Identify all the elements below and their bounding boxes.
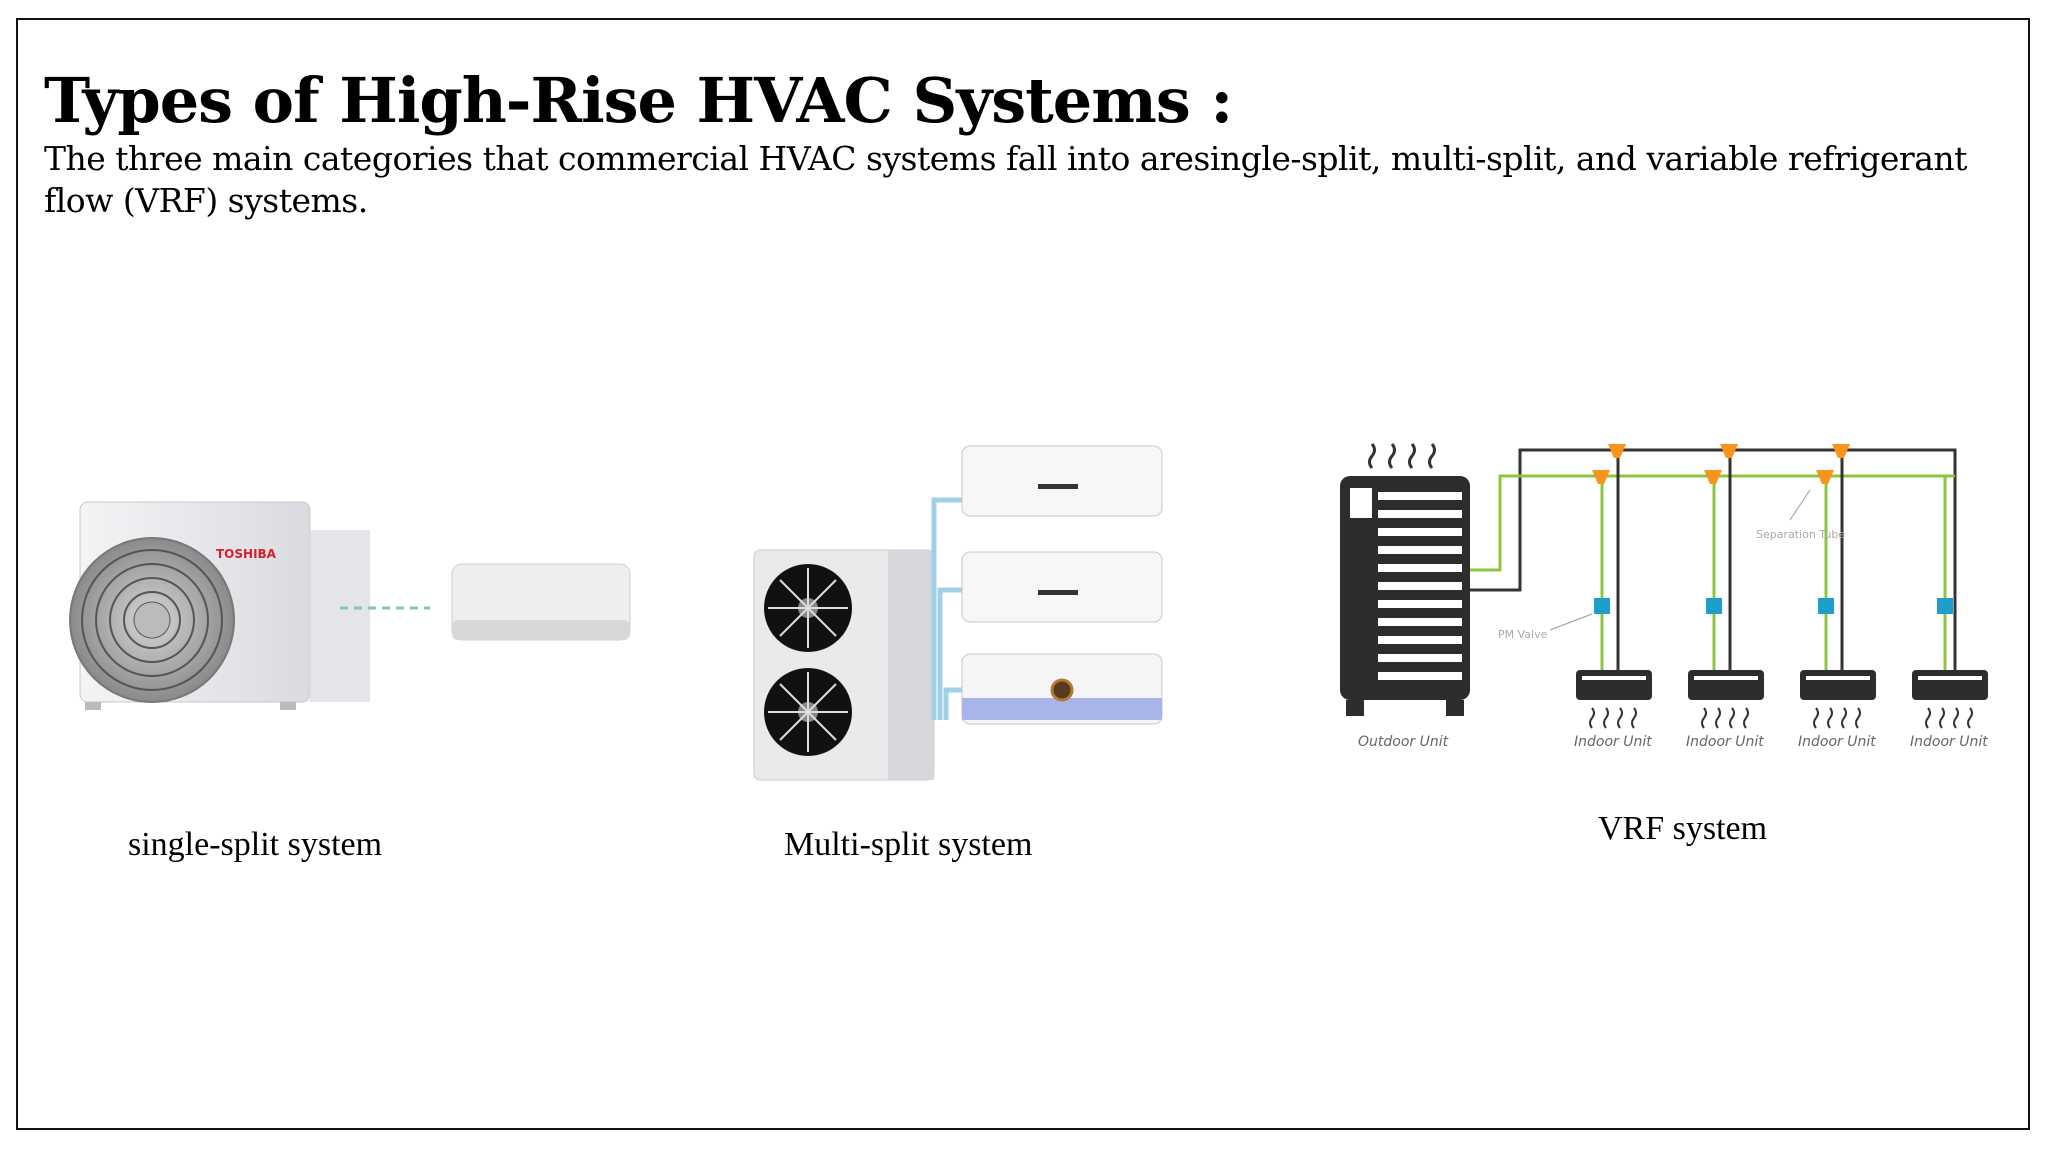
indoor-unit-label-2: Indoor Unit bbox=[1686, 734, 1764, 750]
multi-split-illustration bbox=[753, 445, 1163, 781]
indoor-unit-icon bbox=[451, 563, 631, 641]
vrf-indoor-unit-3-icon bbox=[1800, 670, 1876, 700]
heat-waves-icon bbox=[1368, 443, 1436, 469]
pm-valve-icons bbox=[1594, 598, 1953, 614]
outdoor-unit-label: Outdoor Unit bbox=[1358, 734, 1449, 750]
vrf-indoor-unit-2-icon bbox=[1688, 670, 1764, 700]
vrf-indoor-units bbox=[1576, 670, 1988, 700]
toshiba-logo: TOSHIBA bbox=[216, 547, 277, 561]
single-split-illustration: TOSHIBA bbox=[69, 501, 631, 710]
indoor-unit-label-1: Indoor Unit bbox=[1574, 734, 1652, 750]
slide-title: Types of High-Rise HVAC Systems : bbox=[44, 64, 1233, 137]
outdoor-unit-icon bbox=[69, 501, 370, 710]
indoor-unit-1-icon bbox=[961, 445, 1163, 517]
separation-tube-label: Separation Tube bbox=[1756, 528, 1845, 541]
outdoor-unit-icon bbox=[753, 549, 935, 781]
vrf-outdoor-unit-icon bbox=[1340, 476, 1470, 716]
separation-tube-fittings bbox=[1592, 444, 1850, 484]
indoor-unit-label-3: Indoor Unit bbox=[1798, 734, 1876, 750]
indoor-unit-3-icon bbox=[961, 653, 1163, 725]
pm-valve-label: PM Valve bbox=[1498, 628, 1548, 641]
vrf-indoor-unit-4-icon bbox=[1912, 670, 1988, 700]
indoor-unit-label-4: Indoor Unit bbox=[1910, 734, 1988, 750]
refrigerant-pipes bbox=[1470, 448, 1957, 670]
vrf-indoor-unit-1-icon bbox=[1576, 670, 1652, 700]
vrf-caption: VRF system bbox=[1598, 810, 1768, 847]
indoor-unit-2-icon bbox=[961, 551, 1163, 623]
cool-air-waves-icon bbox=[1589, 707, 1973, 729]
slide-description: The three main categories that commercia… bbox=[44, 139, 1967, 220]
refrigerant-pipes-icon bbox=[931, 497, 962, 720]
vrf-diagram: Separation Tube PM Valve Outdoor Unit In… bbox=[1340, 443, 1988, 750]
single-split-caption: single-split system bbox=[128, 826, 383, 863]
multi-split-caption: Multi-split system bbox=[784, 826, 1033, 863]
